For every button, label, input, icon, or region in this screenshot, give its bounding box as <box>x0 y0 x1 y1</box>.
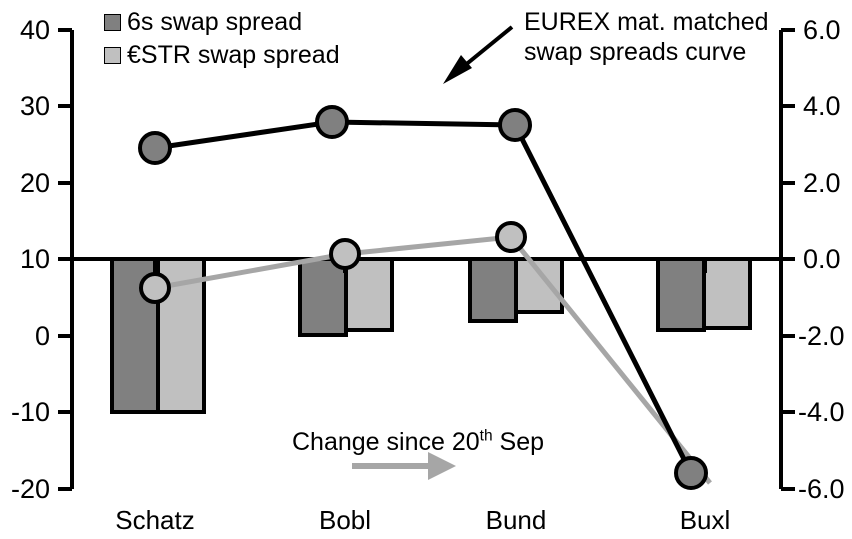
change-since-arrow-icon <box>352 452 456 480</box>
bar-6s-bund <box>468 257 518 323</box>
marker-eurex-schatz <box>138 131 172 165</box>
legend-item-6s-swap-spread: 6s swap spread <box>104 6 340 39</box>
axis-left-tick-minus-20: -20 <box>10 474 50 504</box>
eurex-annotation-line-1: EUREX mat. matched <box>524 8 769 36</box>
change-since-annotation: Change since 20th Sep <box>292 428 544 458</box>
chart-legend: 6s swap spread €STR swap spread <box>104 6 340 72</box>
axis-left <box>58 28 74 491</box>
marker-eurex-buxl <box>674 456 708 490</box>
marker-eurex-bund <box>498 108 532 142</box>
category-label-schatz: Schatz <box>115 505 195 535</box>
zero-baseline <box>72 257 781 273</box>
axis-left-tick-20: 20 <box>19 168 50 198</box>
legend-label-estr: €STR swap spread <box>127 41 340 69</box>
bar-6s-buxl <box>656 257 706 332</box>
marker-eurex-bobl <box>315 105 349 139</box>
axis-right-tick-0: 0.0 <box>803 244 841 274</box>
axis-left-tick-40: 40 <box>19 15 50 45</box>
change-since-suffix: Sep <box>492 428 545 456</box>
axis-left-tick-minus-10: -10 <box>10 397 50 427</box>
axis-right <box>779 28 795 491</box>
change-since-ordinal: th <box>479 427 493 445</box>
bar-estr-buxl <box>702 257 752 330</box>
axis-right-tick-minus-2: -2.0 <box>798 321 845 351</box>
legend-label-6s: 6s swap spread <box>127 8 303 36</box>
axis-left-tick-10: 10 <box>19 244 50 274</box>
eurex-annotation: EUREX mat. matched swap spreads curve <box>524 8 769 67</box>
change-since-prefix: Change since 20 <box>292 428 480 456</box>
bar-estr-bobl <box>344 257 394 332</box>
axis-right-tick-minus-6: -6.0 <box>798 474 845 504</box>
legend-item-estr-swap-spread: €STR swap spread <box>104 39 340 72</box>
bar-estr-bund <box>514 257 564 314</box>
category-label-bund: Bund <box>485 505 547 535</box>
eurex-annotation-line-2: swap spreads curve <box>524 37 747 66</box>
series-eurex-curve <box>138 105 708 490</box>
marker-change-bobl <box>329 238 361 270</box>
bar-group-buxl <box>656 257 752 332</box>
bar-6s-bobl <box>298 257 348 337</box>
axis-right-tick-2: 2.0 <box>803 168 841 198</box>
axis-right-tick-6: 6.0 <box>803 15 841 45</box>
legend-swatch-icon-6s <box>104 14 121 31</box>
axis-right-tick-4: 4.0 <box>803 91 841 121</box>
axis-left-tick-0: 0 <box>34 321 50 351</box>
marker-change-bund <box>495 221 527 253</box>
axis-right-tick-minus-4: -4.0 <box>798 397 845 427</box>
category-label-buxl: Buxl <box>679 505 731 535</box>
category-label-bobl: Bobl <box>318 505 372 535</box>
eurex-callout-arrow-icon <box>443 25 514 84</box>
marker-change-schatz <box>139 272 171 304</box>
axis-left-tick-30: 30 <box>19 91 50 121</box>
legend-swatch-icon-estr <box>104 47 121 64</box>
bar-group-bobl <box>298 257 394 337</box>
series-change-since-line <box>139 221 712 485</box>
